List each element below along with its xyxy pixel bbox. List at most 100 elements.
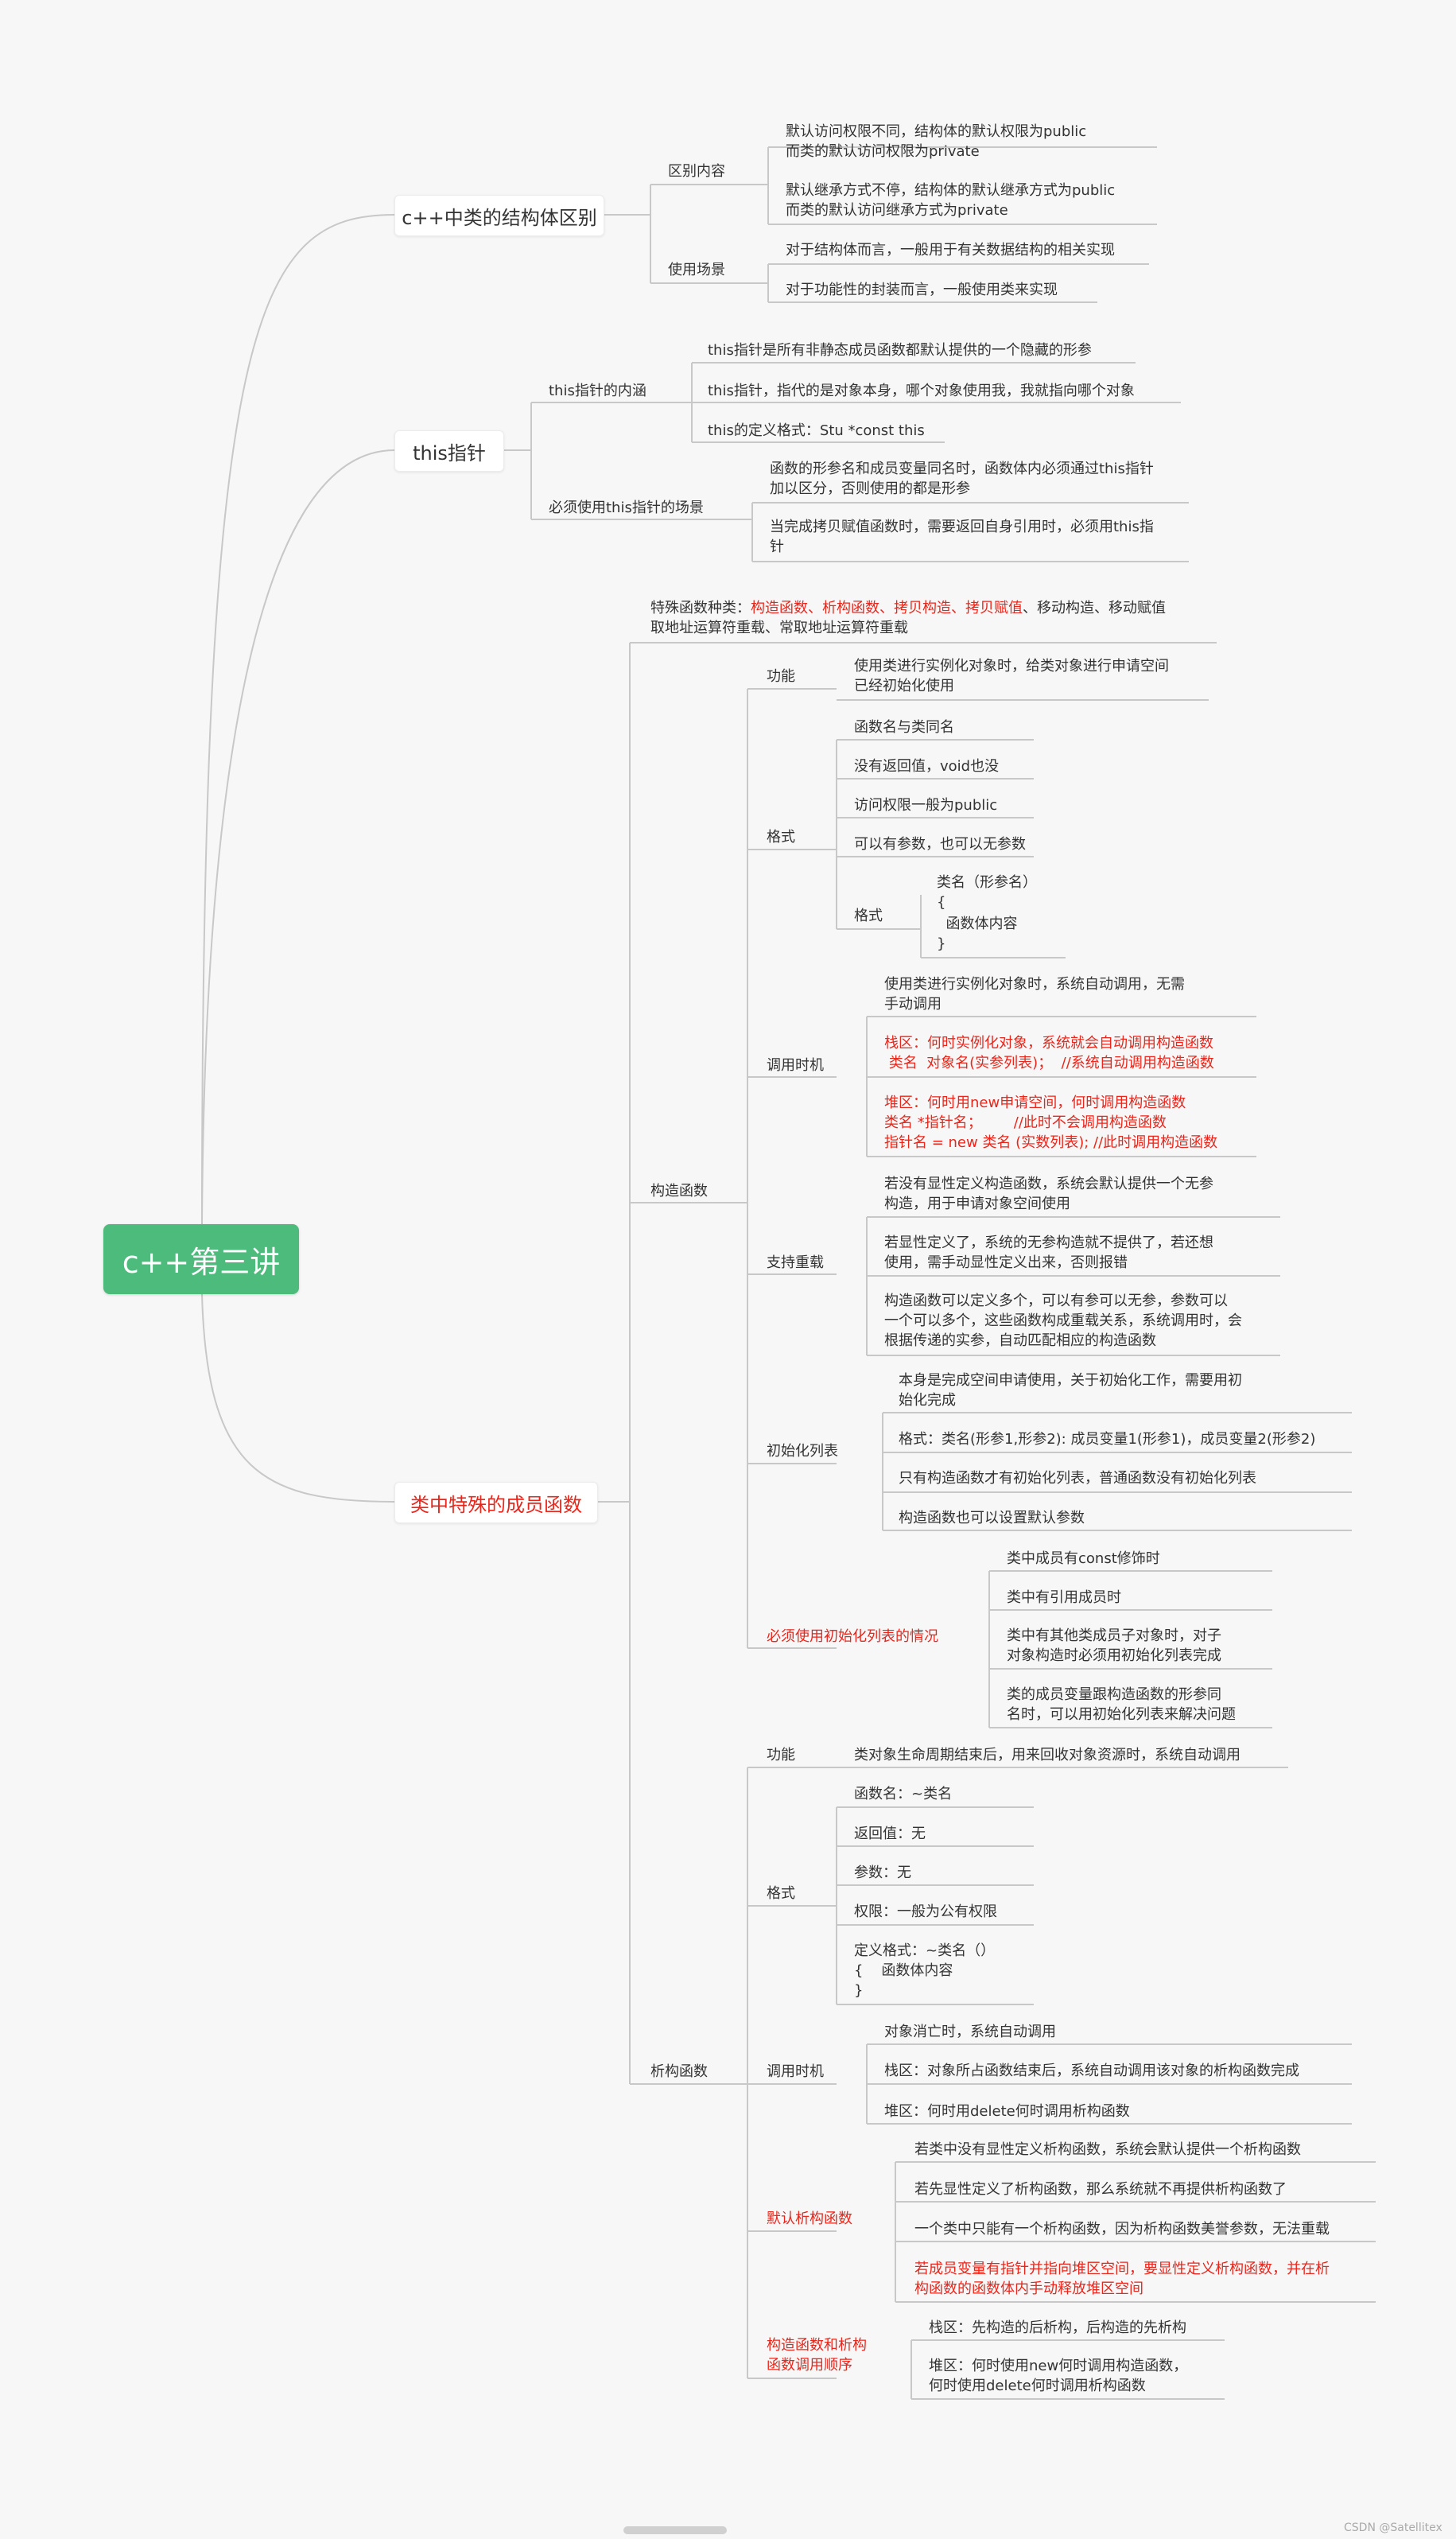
node-dtor-order-1[interactable]: 栈区：先构造的后析构，后构造的先析构 <box>929 2319 1186 2336</box>
node-ctor-fmt-5[interactable]: 格式 <box>854 908 883 924</box>
node-ctor-fmt-5c[interactable]: 函数体内容 <box>937 916 1018 932</box>
node-ctor-call-2b[interactable]: 类名 对象名(实参列表)； //系统自动调用构造函数 <box>884 1055 1214 1071</box>
node-dtor-order-b[interactable]: 函数调用顺序 <box>767 2357 852 2374</box>
node-ctor-ovl-3c[interactable]: 根据传递的实参，自动匹配相应的构造函数 <box>884 1332 1156 1349</box>
node-ctor-call-1b[interactable]: 手动调用 <box>884 996 942 1013</box>
node-dtor-def-4a[interactable]: 若成员变量有指针并指向堆区空间，要显性定义析构函数，并在析 <box>914 2261 1330 2277</box>
node-ctor-ovl-1a[interactable]: 若没有显性定义构造函数，系统会默认提供一个无参 <box>884 1176 1213 1192</box>
node-this-meaning[interactable]: this指针的内涵 <box>549 383 646 399</box>
node-ctor-fmt-1[interactable]: 函数名与类同名 <box>854 719 954 736</box>
node-ctor-fmt-5d[interactable]: } <box>937 935 946 952</box>
node-ctor-func[interactable]: 功能 <box>767 668 795 685</box>
node-this-2[interactable]: this指针，指代的是对象本身，哪个对象使用我，我就指向哪个对象 <box>708 383 1135 399</box>
node-dtor-call[interactable]: 调用时机 <box>767 2063 824 2080</box>
node-this-must-2b[interactable]: 针 <box>770 539 784 555</box>
node-ctor-call-3b[interactable]: 类名 *指针名； //此时不会调用构造函数 <box>884 1114 1167 1131</box>
node-dtor-call-2[interactable]: 栈区：对象所占函数结束后，系统自动调用该对象的析构函数完成 <box>884 2063 1299 2079</box>
node-ctor-call-3c[interactable]: 指针名 = new 类名 (实数列表); //此时调用构造函数 <box>884 1134 1218 1151</box>
node-ctor-fmt-5b[interactable]: { <box>937 894 946 911</box>
node-ctor-init-3[interactable]: 只有构造函数才有初始化列表，普通函数没有初始化列表 <box>899 1470 1256 1487</box>
connector-root-this <box>201 449 395 1225</box>
node-ctor-init-1b[interactable]: 始化完成 <box>899 1392 956 1409</box>
node-dtor-fmt-1[interactable]: 函数名：~类名 <box>854 1786 953 1802</box>
node-ctor-func-b[interactable]: 已经初始化使用 <box>854 678 954 694</box>
node-this-1[interactable]: this指针是所有非静态成员函数都默认提供的一个隐藏的形参 <box>708 342 1092 359</box>
node-this-must-1b[interactable]: 加以区分，否则使用的都是形参 <box>770 480 970 497</box>
node-dtor-fmt-4[interactable]: 权限：一般为公有权限 <box>854 1903 997 1920</box>
node-dtor-fmt-5c[interactable]: } <box>854 1982 864 1999</box>
node-ctor-call-1a[interactable]: 使用类进行实例化对象时，系统自动调用，无需 <box>884 976 1185 993</box>
node-ctor-call-3a[interactable]: 堆区：何时用new申请空间，何时调用构造函数 <box>884 1095 1186 1111</box>
node-ctor-fmt[interactable]: 格式 <box>767 829 795 846</box>
node-dtor-call-3[interactable]: 堆区：何时用delete何时调用析构函数 <box>884 2103 1130 2120</box>
node-diff-2a[interactable]: 默认继承方式不停，结构体的默认继承方式为public <box>786 182 1116 199</box>
node-dtor-func-1[interactable]: 类对象生命周期结束后，用来回收对象资源时，系统自动调用 <box>854 1747 1241 1763</box>
horizontal-scrollbar[interactable] <box>623 2526 727 2534</box>
node-usage-2[interactable]: 对于功能性的封装而言，一般使用类来实现 <box>786 282 1058 298</box>
node-dtor-def-2[interactable]: 若先显性定义了析构函数，那么系统就不再提供析构函数了 <box>914 2181 1287 2198</box>
node-this-3[interactable]: this的定义格式：Stu *const this <box>708 422 925 439</box>
node-ctor-ovl-3a[interactable]: 构造函数可以定义多个，可以有参可以无参，参数可以 <box>884 1293 1228 1309</box>
node-ctor-fmt-5a[interactable]: 类名（形参名） <box>937 874 1037 891</box>
node-dtor-func[interactable]: 功能 <box>767 1747 795 1763</box>
node-usage-1[interactable]: 对于结构体而言，一般用于有关数据结构的相关实现 <box>786 242 1115 259</box>
node-ctor-must-4b[interactable]: 名时，可以用初始化列表来解决问题 <box>1007 1706 1236 1723</box>
node-ctor-fmt-4[interactable]: 可以有参数，也可以无参数 <box>854 836 1026 853</box>
topic-special-member-functions[interactable]: 类中特殊的成员函数 <box>394 1482 598 1523</box>
node-ctor-ovl-2b[interactable]: 使用，需手动显性定义出来，否则报错 <box>884 1254 1128 1271</box>
node-ctor-ovl-3b[interactable]: 一个可以多个，这些函数构成重载关系，系统调用时，会 <box>884 1312 1242 1329</box>
node-dtor-fmt[interactable]: 格式 <box>767 1885 795 1902</box>
node-ctor-overload[interactable]: 支持重载 <box>767 1254 824 1271</box>
topic-struct-vs-class[interactable]: c++中类的结构体区别 <box>394 195 604 236</box>
connector-root-struct <box>201 214 395 1225</box>
node-dtor-fmt-5b[interactable]: { 函数体内容 <box>854 1962 953 1979</box>
node-diff[interactable]: 区别内容 <box>668 163 725 180</box>
node-ctor-call-2a[interactable]: 栈区：何时实例化对象，系统就会自动调用构造函数 <box>884 1035 1213 1052</box>
node-ctor-init[interactable]: 初始化列表 <box>767 1443 838 1460</box>
node-ctor-must-init[interactable]: 必须使用初始化列表的情况 <box>767 1628 938 1645</box>
node-ctor-ovl-1b[interactable]: 构造，用于申请对象空间使用 <box>884 1196 1070 1212</box>
node-ctor-must-3b[interactable]: 对象构造时必须用初始化列表完成 <box>1007 1647 1221 1664</box>
topic-this-pointer[interactable]: this指针 <box>394 430 504 472</box>
node-ctor-must-1[interactable]: 类中成员有const修饰时 <box>1007 1550 1160 1567</box>
node-dtor-call-1[interactable]: 对象消亡时，系统自动调用 <box>884 2024 1056 2040</box>
node-kinds-line2[interactable]: 取地址运算符重载、常取地址运算符重载 <box>650 620 908 636</box>
node-ctor-must-3a[interactable]: 类中有其他类成员子对象时，对子 <box>1007 1627 1221 1644</box>
node-ctor-ovl-2a[interactable]: 若显性定义了，系统的无参构造就不提供了，若还想 <box>884 1235 1213 1251</box>
node-dtor-def-3[interactable]: 一个类中只能有一个析构函数，因为析构函数美誉参数，无法重载 <box>914 2221 1330 2238</box>
node-dtor-def-1[interactable]: 若类中没有显性定义析构函数，系统会默认提供一个析构函数 <box>914 2141 1301 2158</box>
node-ctor[interactable]: 构造函数 <box>650 1183 708 1200</box>
node-kinds-highlight: 构造函数、析构函数、拷贝构造、拷贝赋值 <box>751 600 1023 616</box>
node-usage[interactable]: 使用场景 <box>668 262 725 278</box>
node-kinds[interactable]: 特殊函数种类：构造函数、析构函数、拷贝构造、拷贝赋值、移动构造、移动赋值 <box>650 598 1166 619</box>
node-dtor-fmt-5a[interactable]: 定义格式：~类名（） <box>854 1942 996 1959</box>
node-this-must-2a[interactable]: 当完成拷贝赋值函数时，需要返回自身引用时，必须用this指 <box>770 519 1154 535</box>
node-dtor-order-2a[interactable]: 堆区：何时使用new何时调用构造函数， <box>929 2358 1188 2374</box>
node-dtor-order-2b[interactable]: 何时使用delete何时调用析构函数 <box>929 2378 1146 2394</box>
node-dtor-order-a[interactable]: 构造函数和析构 <box>767 2337 867 2354</box>
node-ctor-fmt-3[interactable]: 访问权限一般为public <box>854 797 998 814</box>
node-diff-1a[interactable]: 默认访问权限不同，结构体的默认权限为public <box>786 123 1087 140</box>
node-ctor-func-a[interactable]: 使用类进行实例化对象时，给类对象进行申请空间 <box>854 658 1169 675</box>
node-ctor-init-2[interactable]: 格式：类名(形参1,形参2): 成员变量1(形参1)，成员变量2(形参2) <box>899 1431 1316 1448</box>
watermark: CSDN @Satellitex <box>1344 2522 1442 2534</box>
node-ctor-must-4a[interactable]: 类的成员变量跟构造函数的形参同 <box>1007 1686 1221 1703</box>
node-dtor[interactable]: 析构函数 <box>650 2063 708 2080</box>
node-dtor-fmt-3[interactable]: 参数：无 <box>854 1864 911 1881</box>
node-dtor-def-4b[interactable]: 构函数的函数体内手动释放堆区空间 <box>914 2280 1143 2297</box>
node-diff-2b[interactable]: 而类的默认访问继承方式为private <box>786 202 1008 219</box>
node-dtor-default[interactable]: 默认析构函数 <box>767 2210 852 2227</box>
node-diff-1b[interactable]: 而类的默认访问权限为private <box>786 143 980 160</box>
node-ctor-must-2[interactable]: 类中有引用成员时 <box>1007 1589 1121 1606</box>
node-ctor-init-4[interactable]: 构造函数也可以设置默认参数 <box>899 1510 1085 1526</box>
node-ctor-init-1a[interactable]: 本身是完成空间申请使用，关于初始化工作，需要用初 <box>899 1372 1242 1389</box>
node-ctor-call[interactable]: 调用时机 <box>767 1057 824 1074</box>
node-ctor-fmt-2[interactable]: 没有返回值，void也没 <box>854 758 1000 775</box>
root-node[interactable]: c++第三讲 <box>103 1224 299 1294</box>
connector-root-special <box>201 1293 395 1503</box>
node-this-must[interactable]: 必须使用this指针的场景 <box>549 500 704 516</box>
node-dtor-fmt-2[interactable]: 返回值：无 <box>854 1826 926 1842</box>
node-this-must-1a[interactable]: 函数的形参名和成员变量同名时，函数体内必须通过this指针 <box>770 461 1154 477</box>
